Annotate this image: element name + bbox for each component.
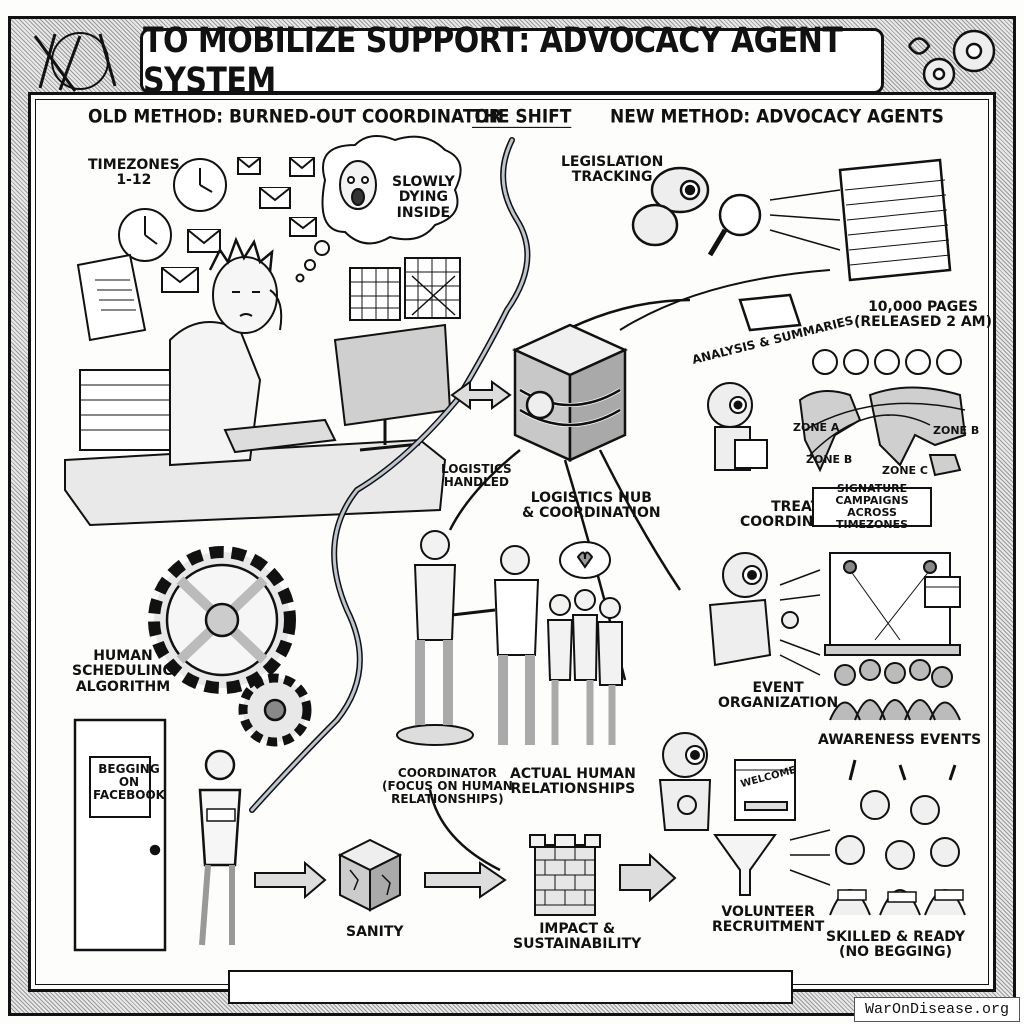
legislation-tracking-label: LEGISLATION TRACKING: [561, 154, 664, 186]
sanity-label: SANITY: [346, 924, 404, 940]
zone-c-label: ZONE C: [882, 464, 928, 477]
signature-campaigns-banner: SIGNATURE CAMPAIGNS ACROSS TIMEZONES: [796, 482, 948, 535]
title-banner: TO MOBILIZE SUPPORT: ADVOCACY AGENT SYST…: [140, 21, 884, 101]
small-gear-icon: [238, 673, 312, 747]
impact-tower-icon: [529, 834, 601, 916]
clock-icon: [118, 208, 172, 262]
event-organization-label: EVENT ORGANIZATION: [718, 680, 839, 712]
calendar-icon: [404, 257, 461, 319]
envelope-icon: [237, 157, 261, 175]
dejected-volunteer: [198, 749, 242, 946]
scheduling-algorithm-label: HUMAN SCHEDULING ALGORITHM: [72, 648, 174, 695]
calendar-icon: [924, 576, 961, 608]
timezones-label: TIMEZONES 1-12: [88, 157, 180, 189]
pages-label: 10,000 PAGES (RELEASED 2 AM): [854, 299, 992, 331]
heart-speech-bubble-icon: [559, 541, 611, 579]
treaty-coordination-scene: [707, 349, 967, 477]
funnel-icon: [713, 834, 777, 896]
envelope-icon: [289, 157, 315, 177]
magnifying-glass-icon: [707, 193, 762, 257]
door-scene: [73, 718, 242, 952]
gears-ornament-icon: [907, 29, 996, 91]
keyboard-icon: [223, 418, 337, 454]
page-title: TO MOBILIZE SUPPORT: ADVOCACY AGENT SYST…: [143, 20, 843, 102]
coordinator-relationships-scene: [396, 530, 623, 746]
volunteer-recruitment-scene: [658, 732, 796, 896]
logistics-handled-label: LOGISTICS HANDLED: [441, 462, 512, 490]
actual-relationships-label: ACTUAL HUMAN RELATIONSHIPS: [510, 766, 636, 798]
scheduling-gears: [148, 546, 312, 747]
new-method-heading: NEW METHOD: ADVOCACY AGENTS: [610, 105, 944, 128]
zone-b-label: ZONE B: [933, 424, 980, 437]
robot-icon: [658, 732, 712, 831]
skilled-volunteers-crowd: [789, 759, 966, 916]
arrow-to-impact: [424, 861, 507, 899]
robot-icon: [707, 382, 768, 471]
sanity-cube-icon: [337, 838, 403, 912]
handshake-person: [451, 545, 540, 745]
logistics-hub-label: LOGISTICS HUB & COORDINATION: [522, 490, 661, 522]
robot-icon: [708, 552, 799, 667]
the-shift-heading: THE SHIFT: [472, 105, 572, 128]
paper-stack-icon: [838, 158, 952, 282]
tools-ornament-icon: [33, 32, 117, 92]
footer-banner: [212, 970, 809, 1012]
logistics-hub-cube-icon: [511, 323, 629, 462]
coordinator-figure: [396, 530, 474, 746]
envelope-icon: [259, 187, 291, 209]
volunteer-recruitment-label: VOLUNTEER RECRUITMENT: [712, 904, 825, 936]
old-method-heading: OLD METHOD: BURNED-OUT COORDINATOR: [88, 105, 503, 128]
impact-sustainability-label: IMPACT & SUSTAINABILITY: [513, 921, 642, 953]
clock-row: [812, 349, 962, 375]
awareness-events-label: AWARENESS EVENTS: [818, 732, 982, 748]
legislation-tracking-scene: [619, 158, 952, 332]
clock-icon: [173, 158, 227, 212]
skilled-ready-label: SKILLED & READY (NO BEGGING): [826, 929, 966, 961]
arrow-to-recruitment: [619, 852, 677, 903]
coordinator-label: COORDINATOR (FOCUS ON HUMAN RELATIONSHIP…: [382, 766, 513, 807]
signature-campaigns-label: SIGNATURE CAMPAIGNS ACROSS TIMEZONES: [835, 481, 909, 532]
watermark-link[interactable]: WarOnDisease.org: [853, 997, 1020, 1022]
paper-stack-icon: [79, 369, 176, 451]
large-gear-icon: [148, 546, 296, 694]
event-organization-scene: [708, 552, 961, 721]
envelope-icon: [187, 229, 221, 253]
door-sign-label: BEGGING ON FACEBOOK: [93, 762, 165, 803]
double-arrow-icon: [450, 380, 512, 410]
zone-a-label: ZONE A: [793, 421, 840, 434]
welcome-window-icon: [734, 759, 796, 821]
calendar-icon: [349, 267, 401, 321]
summary-stack-icon: [738, 293, 802, 332]
robot-icon: [631, 166, 710, 247]
arrow-to-sanity: [254, 860, 327, 900]
screaming-face-icon: [339, 160, 377, 210]
zone-b-label-2: ZONE B: [806, 453, 853, 466]
slowly-dying-label: SLOWLY DYING INSIDE: [392, 174, 455, 221]
crowd-icon: [829, 659, 961, 721]
envelope-icon: [289, 217, 317, 237]
group-of-people-icon: [546, 589, 623, 745]
document-icon: [76, 253, 147, 342]
envelope-icon: [161, 267, 199, 293]
